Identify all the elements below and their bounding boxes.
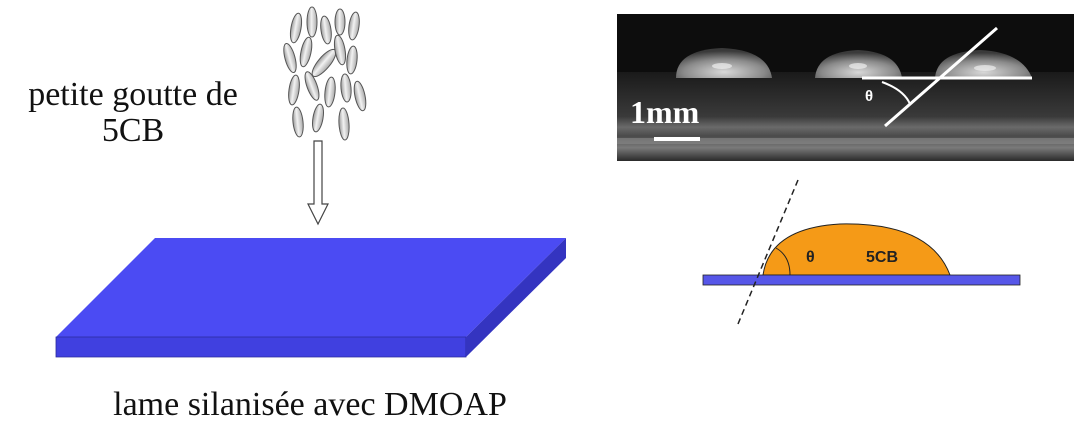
tangent-line <box>737 179 799 325</box>
photo-scale-label: 1mm <box>630 94 700 130</box>
droplet-photo: θ 1mm <box>617 14 1074 161</box>
substrate-slab <box>55 238 566 358</box>
substrate-label: lame silanisée avec DMOAP <box>113 386 507 423</box>
photo-theta-label: θ <box>865 88 873 105</box>
droplet-shape <box>762 223 951 276</box>
substrate-front <box>55 336 467 358</box>
scale-bar <box>654 137 700 141</box>
molecules-icon <box>283 6 367 141</box>
schematic-material-label: 5CB <box>866 249 898 266</box>
substrate-side <box>466 238 566 357</box>
substrate-top <box>56 238 566 337</box>
down-arrow-icon <box>307 140 329 226</box>
contact-angle-schematic: θ 5CB <box>702 179 1021 325</box>
schematic-plate <box>702 274 1021 286</box>
drop-label-line2: 5CB <box>102 112 164 149</box>
angle-arc <box>775 247 791 276</box>
drop-label-line1: petite goutte de <box>28 76 238 113</box>
schematic-theta-label: θ <box>806 249 815 266</box>
